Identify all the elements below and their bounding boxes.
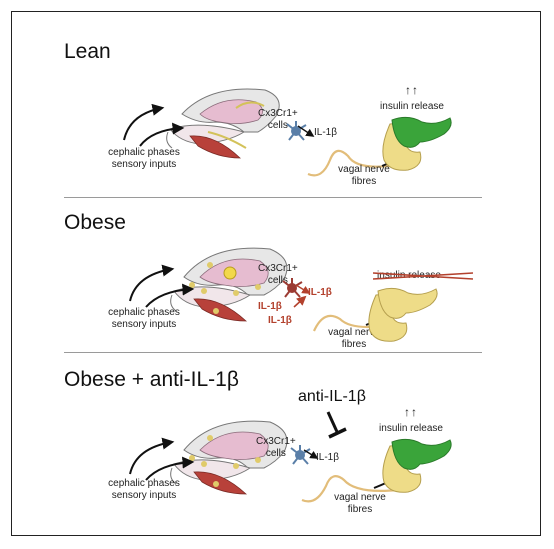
cells-label: Cx3Cr1+ cells [258, 263, 298, 286]
panel-obese: Obese cephalic phases sensory inputs Cx3… [12, 197, 540, 352]
panel-title: Lean [64, 40, 111, 63]
vagal-nerve-label: vagal nerve fibres [334, 492, 386, 515]
sensory-input-arrows [123, 103, 185, 147]
il1b-label: IL-1β [308, 287, 332, 298]
cell-to-il1b-arrow [295, 284, 311, 294]
il1b-label: IL-1β [314, 127, 337, 138]
cx3cr1-cell-icon [290, 445, 311, 465]
panel-lean: Lean cephalic phases sensory inputs Cx3C… [12, 12, 540, 197]
cell-to-il1b-arrow [297, 125, 315, 137]
il1b-label-secondary: IL-1β [258, 301, 282, 312]
insulin-release-group: insulin release [364, 265, 474, 283]
vagal-nerve-fibre [307, 149, 403, 177]
insulin-release-group: ↑↑ insulin release [367, 84, 457, 114]
insulin-increase-arrows: ↑↑ [405, 83, 419, 97]
insulin-release-label: insulin release [380, 101, 444, 112]
cells-label: Cx3Cr1+ cells [258, 108, 298, 131]
insulin-release-group: ↑↑ insulin release [366, 406, 456, 436]
vagal-nerve-label: vagal nerve fibres [328, 327, 380, 350]
anti-il1b-treatment-label: anti-IL-1β [298, 388, 366, 405]
panel-divider [64, 352, 482, 353]
inhibition-symbol [326, 411, 347, 439]
sensory-input-label: cephalic phases sensory inputs [108, 478, 180, 501]
insulin-release-blocked-label: insulin release [373, 270, 474, 282]
sensory-input-arrows [129, 437, 195, 481]
pancreas-icon [382, 438, 452, 493]
strikethrough-mark [373, 272, 474, 280]
panel-title: Obese + anti-IL-1β [64, 368, 239, 391]
cells-label: Cx3Cr1+ cells [256, 436, 296, 459]
vagal-nerve-fibre [301, 475, 399, 503]
pancreas-icon [382, 116, 452, 171]
vagal-nerve-label: vagal nerve fibres [338, 164, 390, 187]
pancreas-icon [368, 287, 438, 342]
il1b-label-tertiary: IL-1β [268, 315, 292, 326]
cell-to-il1b-arrow [303, 449, 319, 459]
sensory-input-arrows [129, 264, 195, 308]
figure-frame: Lean cephalic phases sensory inputs Cx3C… [11, 11, 541, 536]
il1b-secondary-arrow [293, 295, 307, 308]
sensory-input-label: cephalic phases sensory inputs [108, 147, 180, 170]
panel-divider [64, 197, 482, 198]
panel-obese-anti-il1b: Obese + anti-IL-1β anti-IL-1β cephalic p… [12, 352, 540, 532]
insulin-increase-arrows: ↑↑ [404, 405, 418, 419]
panel-title: Obese [64, 211, 126, 234]
insulin-release-label: insulin release [379, 423, 443, 434]
sensory-input-label: cephalic phases sensory inputs [108, 307, 180, 330]
head-anatomy-illustration [170, 247, 288, 322]
head-anatomy-illustration [166, 88, 280, 159]
il1b-label: IL-1β [316, 452, 339, 463]
